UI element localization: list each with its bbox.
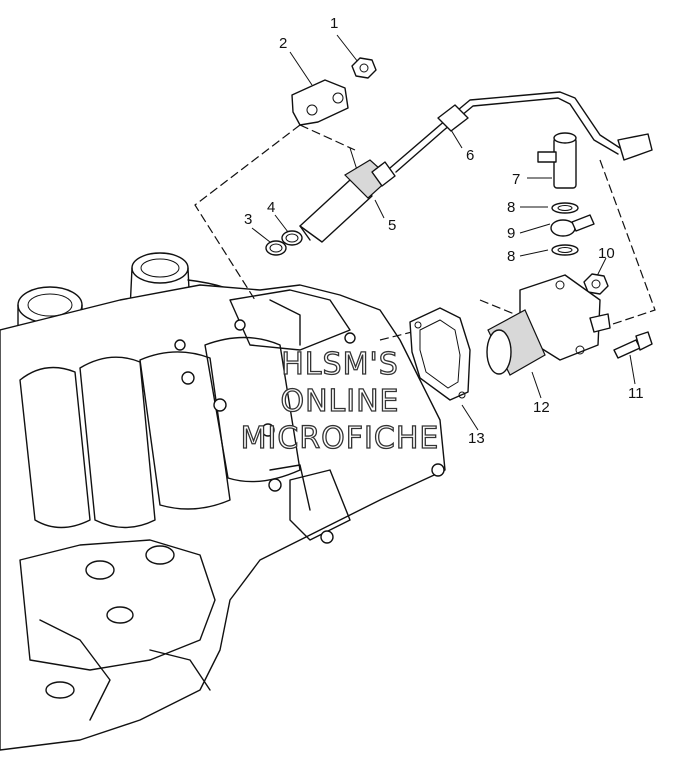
callout-8-lower: 8 — [507, 248, 515, 265]
callout-9: 9 — [507, 225, 515, 242]
watermark: HLSM'S ONLINE MICROFICHE — [240, 346, 440, 456]
callout-2: 2 — [279, 35, 287, 52]
part-4-o-ring — [281, 230, 303, 246]
callout-5: 5 — [388, 217, 396, 234]
callout-labels: 1 2 3 4 5 6 7 8 9 8 10 11 12 13 — [244, 15, 644, 447]
callout-6: 6 — [466, 147, 474, 164]
callout-1: 1 — [330, 15, 338, 32]
callout-10: 10 — [598, 245, 615, 262]
callout-8-upper: 8 — [507, 199, 515, 216]
callout-12: 12 — [533, 399, 550, 416]
watermark-line-2: ONLINE — [280, 384, 399, 419]
callout-11: 11 — [628, 385, 644, 402]
part-7-fitting — [537, 132, 577, 189]
callout-7: 7 — [512, 171, 520, 188]
part-2-bracket — [291, 79, 358, 171]
watermark-line-3: MICROFICHE — [241, 421, 440, 456]
part-8-washer-lower — [551, 244, 579, 256]
part-8-washer-upper — [551, 202, 579, 214]
part-6-fuel-line — [389, 91, 653, 173]
part-5-injector — [299, 159, 396, 243]
callout-4: 4 — [267, 199, 275, 216]
part-11-bolt — [613, 331, 653, 359]
callout-13: 13 — [468, 430, 485, 447]
watermark-line-1: HLSM'S — [281, 347, 399, 382]
part-13-gasket — [409, 307, 471, 401]
part-1-nut — [351, 57, 377, 79]
part-9-banjo-bolt — [550, 214, 595, 237]
part-12-injection-pump — [486, 274, 611, 376]
engine-block — [0, 252, 446, 751]
callout-3: 3 — [244, 211, 252, 228]
part-3-o-ring — [265, 240, 287, 256]
